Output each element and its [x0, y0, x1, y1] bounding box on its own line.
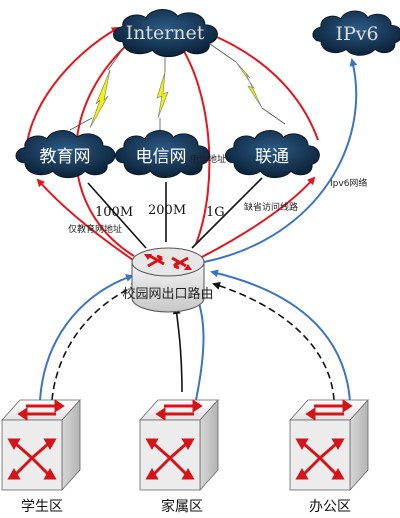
internet-label: Internet	[126, 22, 205, 44]
ipv6-network-annotation: Ipv6网络	[330, 177, 367, 189]
router-to-edu-path	[36, 178, 137, 263]
ipv6-label: IPv6	[335, 23, 378, 45]
campus-exit-router	[131, 247, 205, 313]
default-route-annotation: 缺省访问线路	[244, 201, 298, 213]
telecom-label: 电信网	[136, 147, 187, 167]
router-to-ipv6-path	[203, 58, 358, 263]
lightning-edu	[69, 45, 126, 131]
student-zone-label: 学生区	[21, 499, 63, 515]
family-black-path	[172, 306, 183, 393]
edu-label: 教育网	[40, 147, 91, 167]
office-zone-label: 办公区	[309, 499, 351, 515]
office-switch	[289, 398, 369, 492]
office-dashed-path	[212, 282, 335, 401]
office-blue-path	[210, 269, 351, 403]
router-to-unicom-path	[199, 176, 316, 259]
edu-only-annotation: 仅教育网地址	[68, 223, 122, 235]
telecom-bandwidth-label: 200M	[148, 203, 186, 218]
family-blue-path	[194, 292, 205, 401]
family-zone-label: 家属区	[161, 498, 203, 515]
edu-bandwidth-label: 100M	[95, 205, 133, 220]
unicom-bandwidth-label: 1G	[206, 205, 225, 220]
lightning-unicom	[209, 43, 286, 125]
student-blue-path	[39, 274, 134, 401]
unicom-label: 联通	[255, 147, 289, 167]
student-dashed-path	[51, 283, 140, 401]
family-switch	[139, 398, 219, 492]
telecom-address-annotation: 电信地址	[190, 153, 226, 165]
lightning-telecom	[156, 48, 169, 133]
router-to-internet-path-2	[178, 43, 211, 245]
student-switch	[1, 398, 81, 492]
unicom-to-internet-path	[208, 32, 319, 141]
unicom-router-link	[191, 177, 263, 249]
edu-router-link	[87, 182, 147, 249]
router-label: 校园网出口路由	[122, 286, 213, 302]
